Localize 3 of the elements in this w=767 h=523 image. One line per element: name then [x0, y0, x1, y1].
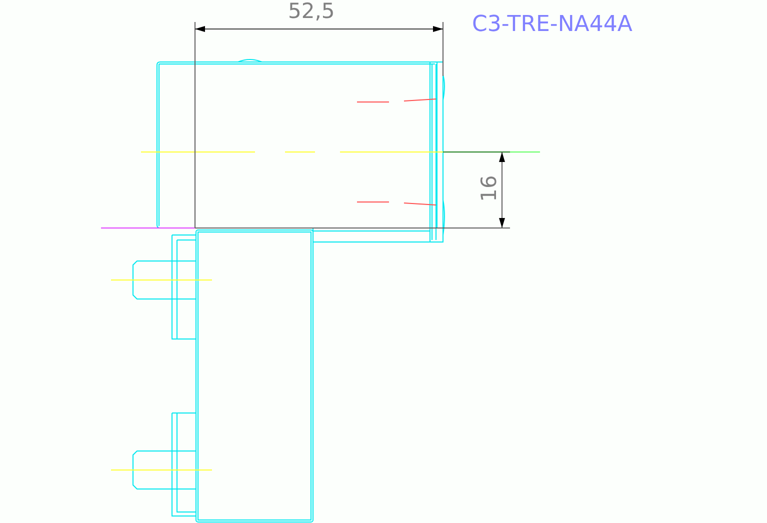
dimension-text: 52,5 — [288, 1, 335, 22]
part-number: C3-TRE-NA44A — [472, 14, 632, 36]
dimension-text: 16 — [478, 175, 500, 202]
